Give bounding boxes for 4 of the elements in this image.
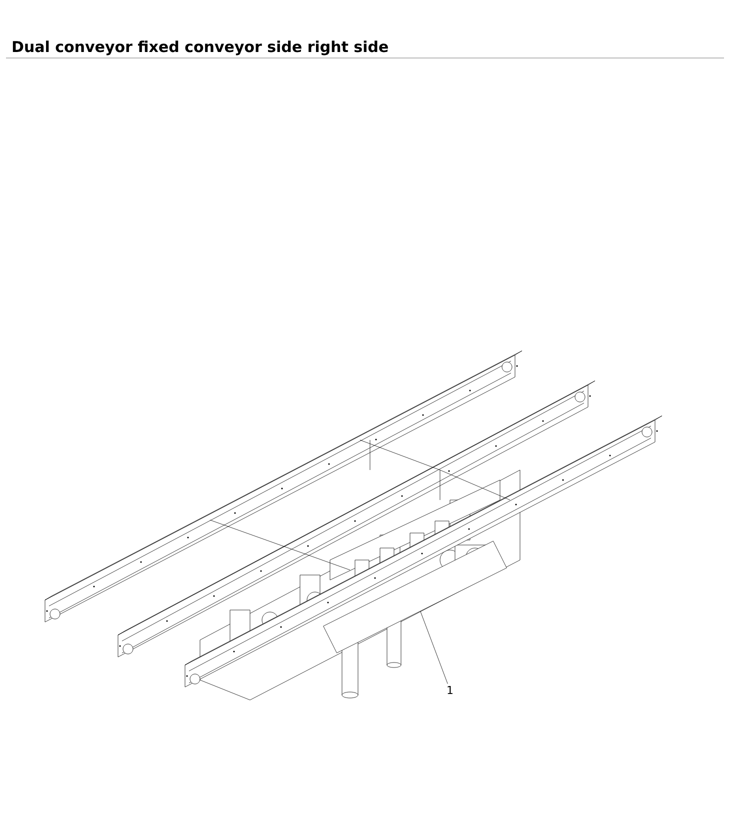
leader-line xyxy=(420,611,448,684)
side-plate xyxy=(323,540,507,654)
title: Dual conveyor fixed conveyor side right side xyxy=(12,40,388,56)
callout-number: 1 xyxy=(448,686,452,694)
